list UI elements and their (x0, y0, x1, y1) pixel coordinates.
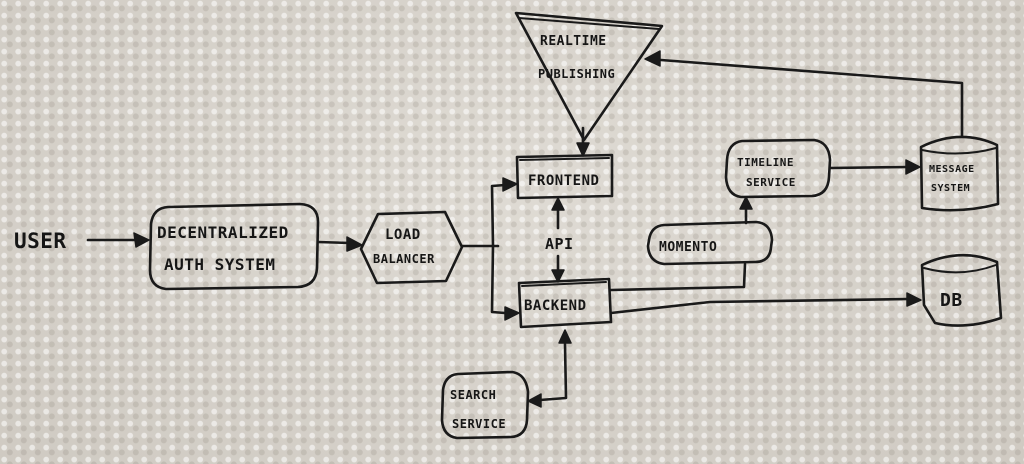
edge-auth-to-lb (316, 240, 352, 245)
arrowhead-backend-up (558, 329, 572, 344)
backend-label: BACKEND (524, 298, 587, 314)
db-node: DB (920, 253, 1003, 327)
edge-backend-to-search (538, 342, 568, 402)
edge-lb-bracket-down (490, 244, 507, 315)
arrowhead-user-auth (133, 232, 150, 248)
message-system-node: MESSAGE SYSTEM (919, 135, 1000, 212)
edge-backend-to-db (609, 297, 910, 315)
message-label-line2: SYSTEM (931, 183, 970, 194)
search-label-line1: SEARCH (450, 388, 496, 402)
backend-node: BACKEND (517, 277, 613, 329)
arrowhead-search (527, 393, 542, 408)
edge-backend-to-momento (609, 262, 747, 292)
edge-message-to-realtime (659, 58, 964, 138)
frontend-label: FRONTEND (528, 173, 599, 189)
arrowhead-timeline (739, 196, 753, 210)
realtime-label-line2: PUBLISHING (538, 67, 615, 81)
load-balancer-label-line1: LOAD (385, 227, 421, 243)
api-label: API (545, 235, 574, 253)
load-balancer-node: LOAD BALANCER (359, 210, 464, 285)
arrowhead-auth-lb (346, 236, 363, 252)
auth-label-line2: AUTH SYSTEM (164, 255, 275, 274)
arrowhead-realtime-frontend (576, 142, 590, 157)
arrowhead-db (906, 292, 922, 307)
arrowhead-message (905, 159, 921, 175)
auth-system-node: DECENTRALIZED AUTH SYSTEM (148, 202, 320, 291)
user-label: USER (14, 229, 67, 253)
search-service-node: SEARCH SERVICE (440, 370, 530, 440)
arrowhead-lb-backend (504, 306, 520, 321)
arrowhead-api-down (551, 269, 565, 283)
timeline-label-line1: TIMELINE (737, 156, 794, 169)
arrowhead-lb-frontend (502, 177, 518, 192)
arrowhead-realtime (644, 50, 661, 67)
realtime-publishing-node: REALTIME PUBLISHING (514, 11, 664, 142)
message-label-line1: MESSAGE (929, 164, 975, 175)
timeline-service-node: TIMELINE SERVICE (724, 138, 832, 199)
timeline-label-line2: SERVICE (746, 176, 796, 189)
db-label: DB (940, 290, 963, 311)
search-label-line2: SERVICE (452, 417, 506, 431)
frontend-node: FRONTEND (515, 153, 614, 200)
edge-lb-bracket (490, 183, 507, 248)
realtime-label-line1: REALTIME (540, 34, 607, 49)
momento-label: MOMENTO (659, 240, 717, 255)
arrowhead-api-up (551, 197, 565, 211)
load-balancer-label-line2: BALANCER (373, 252, 435, 266)
momento-node: MOMENTO (646, 220, 774, 266)
edge-timeline-to-message (828, 165, 910, 170)
auth-label-line1: DECENTRALIZED (157, 223, 289, 242)
